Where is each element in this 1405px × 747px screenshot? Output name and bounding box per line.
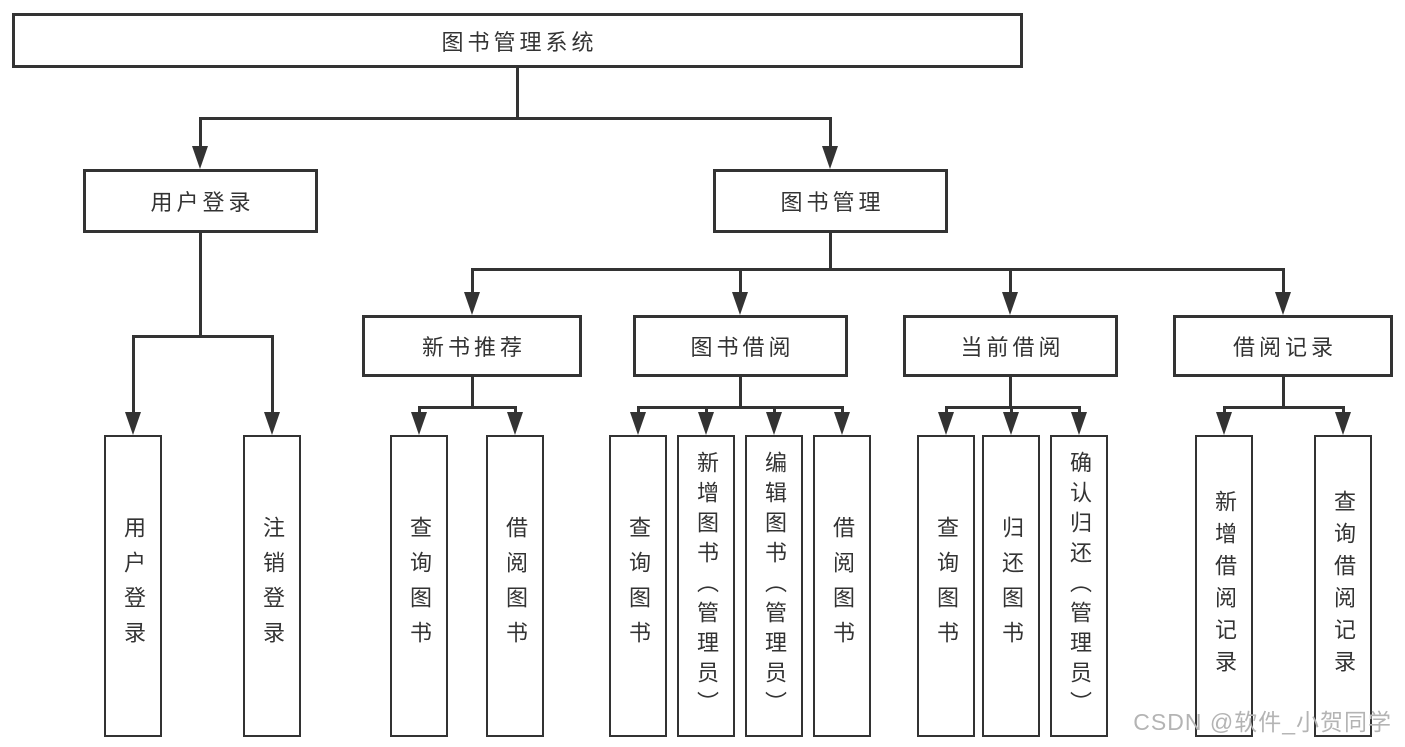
node-current-borrow: 当前借阅 (903, 315, 1118, 377)
node-book-borrow: 图书借阅 (633, 315, 848, 377)
arrow-down-icon (264, 412, 280, 435)
connector-line (1223, 406, 1345, 409)
arrow-down-icon (192, 146, 208, 169)
leaf-label: 注销登录 (260, 516, 285, 656)
leaf-label: 查询图书 (934, 516, 959, 656)
arrow-down-icon (507, 412, 523, 435)
connector-line (637, 406, 640, 414)
leaf-add-book-admin: 新增图书（管理员） (677, 435, 735, 737)
connector-line (1010, 406, 1013, 414)
connector-line (1078, 406, 1081, 414)
node-borrow-records: 借阅记录 (1173, 315, 1393, 377)
connector-line (199, 233, 202, 337)
connector-line (739, 377, 742, 408)
arrow-down-icon (1335, 412, 1351, 435)
leaf-label: 确认归还（管理员） (1067, 451, 1092, 721)
leaf-label: 查询图书 (626, 516, 651, 656)
arrow-down-icon (822, 146, 838, 169)
connector-line (418, 406, 517, 409)
arrow-down-icon (834, 412, 850, 435)
connector-line (199, 117, 202, 148)
arrow-down-icon (630, 412, 646, 435)
connector-line (945, 406, 948, 414)
leaf-label: 新增借阅记录 (1212, 490, 1237, 682)
connector-line (199, 117, 832, 120)
leaf-add-borrow-record: 新增借阅记录 (1195, 435, 1253, 737)
connector-line (705, 406, 708, 414)
connector-line (739, 268, 742, 294)
connector-line (1342, 406, 1345, 414)
connector-line (1282, 377, 1285, 408)
connector-line (514, 406, 517, 414)
connector-line (471, 268, 474, 294)
arrow-down-icon (938, 412, 954, 435)
arrow-down-icon (732, 292, 748, 315)
arrow-down-icon (766, 412, 782, 435)
connector-line (471, 268, 1285, 271)
leaf-label: 查询借阅记录 (1331, 490, 1356, 682)
leaf-query-books-recommend: 查询图书 (390, 435, 448, 737)
leaf-label: 借阅图书 (503, 516, 528, 656)
connector-line (829, 117, 832, 148)
leaf-query-borrow-record: 查询借阅记录 (1314, 435, 1372, 737)
leaf-user-login: 用户登录 (104, 435, 162, 737)
connector-line (471, 377, 474, 408)
leaf-logout-login: 注销登录 (243, 435, 301, 737)
leaf-borrow-books-borrow: 借阅图书 (813, 435, 871, 737)
node-root: 图书管理系统 (12, 13, 1023, 68)
node-book-management: 图书管理 (713, 169, 948, 233)
connector-line (637, 406, 844, 409)
connector-line (829, 233, 832, 270)
connector-line (945, 406, 1081, 409)
leaf-label: 新增图书（管理员） (694, 451, 719, 721)
connector-line (516, 68, 519, 118)
connector-line (418, 406, 421, 414)
arrow-down-icon (1275, 292, 1291, 315)
connector-line (773, 406, 776, 414)
leaf-borrow-books-recommend: 借阅图书 (486, 435, 544, 737)
connector-line (132, 335, 135, 414)
node-new-book-recommend: 新书推荐 (362, 315, 582, 377)
leaf-confirm-return-admin: 确认归还（管理员） (1050, 435, 1108, 737)
arrow-down-icon (464, 292, 480, 315)
leaf-label: 查询图书 (407, 516, 432, 656)
watermark-text: CSDN @软件_小贺同学 (1133, 709, 1392, 735)
arrow-down-icon (411, 412, 427, 435)
leaf-label: 用户登录 (121, 516, 146, 656)
leaf-label: 编辑图书（管理员） (762, 451, 787, 721)
arrow-down-icon (1003, 412, 1019, 435)
connector-line (1223, 406, 1226, 414)
connector-line (841, 406, 844, 414)
arrow-down-icon (698, 412, 714, 435)
arrow-down-icon (1071, 412, 1087, 435)
connector-line (271, 335, 274, 414)
leaf-query-books-borrow: 查询图书 (609, 435, 667, 737)
arrow-down-icon (1216, 412, 1232, 435)
connector-line (132, 335, 274, 338)
leaf-return-book: 归还图书 (982, 435, 1040, 737)
connector-line (1009, 268, 1012, 294)
leaf-edit-book-admin: 编辑图书（管理员） (745, 435, 803, 737)
connector-line (1009, 377, 1012, 408)
arrow-down-icon (125, 412, 141, 435)
arrow-down-icon (1002, 292, 1018, 315)
node-user-login: 用户登录 (83, 169, 318, 233)
leaf-label: 借阅图书 (830, 516, 855, 656)
leaf-query-books-current: 查询图书 (917, 435, 975, 737)
leaf-label: 归还图书 (999, 516, 1024, 656)
connector-line (1282, 268, 1285, 294)
